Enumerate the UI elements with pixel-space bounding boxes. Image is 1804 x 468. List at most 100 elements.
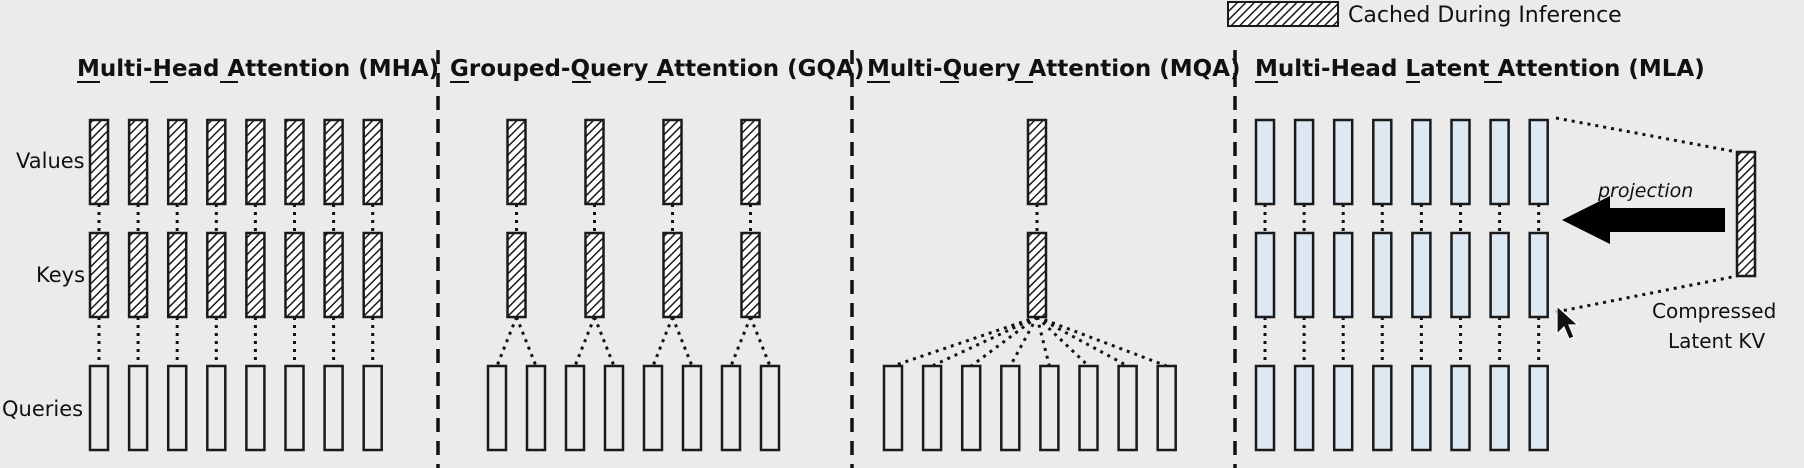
mla-key-head bbox=[1293, 231, 1315, 319]
mla-value-head bbox=[1332, 118, 1354, 206]
mla-key-head bbox=[1372, 231, 1393, 319]
mqa-kq-connector bbox=[1036, 315, 1168, 368]
gqa-key-head bbox=[740, 231, 761, 319]
mla-query-head bbox=[1372, 364, 1393, 452]
gqa-value-head bbox=[740, 118, 761, 206]
mla-query-head bbox=[1254, 364, 1276, 452]
mqa-kq-connector bbox=[1036, 315, 1129, 368]
mqa-query-head bbox=[921, 364, 943, 452]
gqa-kq-connector bbox=[515, 316, 538, 367]
mha-value-head bbox=[323, 118, 344, 206]
mha-query-head bbox=[323, 364, 344, 452]
mha-key-head bbox=[166, 231, 188, 319]
mqa-kq-connector bbox=[931, 315, 1038, 368]
mha-query-head bbox=[362, 364, 383, 452]
mqa-kq-connector bbox=[1008, 316, 1039, 367]
gqa-query-head bbox=[642, 364, 664, 452]
mha-key-head bbox=[284, 231, 305, 319]
gqa-value-head bbox=[584, 118, 605, 206]
gqa-query-head bbox=[681, 364, 703, 452]
connectors bbox=[97, 204, 1541, 368]
head-boxes bbox=[88, 118, 1549, 452]
mouse-cursor-icon bbox=[1556, 304, 1580, 340]
projection-arrow bbox=[1562, 196, 1725, 244]
gqa-kq-connector bbox=[495, 316, 518, 367]
mqa-key-head bbox=[1026, 231, 1048, 319]
mla-value-head bbox=[1293, 118, 1315, 206]
gqa-query-head bbox=[720, 364, 742, 452]
mha-value-head bbox=[166, 118, 188, 206]
gqa-query-head bbox=[564, 364, 586, 452]
gqa-query-head bbox=[486, 364, 508, 452]
mla-key-head bbox=[1528, 231, 1549, 319]
mha-query-head bbox=[166, 364, 188, 452]
mha-value-head bbox=[284, 118, 305, 206]
mha-key-head bbox=[362, 231, 383, 319]
legend-swatch bbox=[1227, 1, 1339, 27]
mha-query-head bbox=[245, 364, 266, 452]
mqa-query-head bbox=[960, 364, 982, 452]
mha-key-head bbox=[323, 231, 344, 319]
gqa-key-head bbox=[506, 231, 527, 319]
latent-dotted-top bbox=[1555, 116, 1738, 154]
mha-query-head bbox=[88, 364, 110, 452]
mqa-query-head bbox=[1000, 364, 1021, 452]
mla-key-head bbox=[1411, 231, 1432, 319]
mla-value-head bbox=[1372, 118, 1393, 206]
mla-value-head bbox=[1450, 118, 1471, 206]
panel-title-mla: Multi-Head Latent Attention (MLA) bbox=[1255, 56, 1705, 82]
mqa-query-head bbox=[882, 364, 904, 452]
mqa-query-head bbox=[1117, 364, 1138, 452]
gqa-kq-connector bbox=[671, 316, 694, 367]
mla-value-head bbox=[1489, 118, 1510, 206]
panel-title-mqa: Multi-Query Attention (MQA) bbox=[867, 56, 1241, 82]
projection-label: projection bbox=[1597, 180, 1693, 202]
mla-key-head bbox=[1489, 231, 1510, 319]
mqa-kq-connector bbox=[892, 315, 1038, 368]
row-label-keys: Keys bbox=[36, 263, 85, 287]
mha-query-head bbox=[127, 364, 149, 452]
row-label-values: Values bbox=[16, 149, 85, 173]
mla-key-head bbox=[1254, 231, 1276, 319]
mla-value-head bbox=[1254, 118, 1276, 206]
mha-value-head bbox=[362, 118, 383, 206]
gqa-query-head bbox=[759, 364, 781, 452]
mha-query-head bbox=[206, 364, 227, 452]
latent-kv-box bbox=[1735, 150, 1757, 278]
gqa-query-head bbox=[603, 364, 625, 452]
mha-key-head bbox=[127, 231, 149, 319]
mla-query-head bbox=[1528, 364, 1549, 452]
gqa-kq-connector bbox=[729, 316, 752, 367]
mha-value-head bbox=[206, 118, 227, 206]
mha-key-head bbox=[245, 231, 266, 319]
mla-query-head bbox=[1332, 364, 1354, 452]
gqa-key-head bbox=[584, 231, 605, 319]
mla-key-head bbox=[1450, 231, 1471, 319]
panel-title-mha: Multi-Head Attention (MHA) bbox=[77, 56, 439, 82]
mqa-value-head bbox=[1026, 118, 1048, 206]
gqa-key-head bbox=[662, 231, 683, 319]
panel-title-gqa: Grouped-Query Attention (GQA) bbox=[450, 56, 864, 82]
mha-value-head bbox=[88, 118, 110, 206]
legend-label: Cached During Inference bbox=[1348, 3, 1622, 28]
gqa-kq-connector bbox=[573, 316, 596, 367]
gqa-kq-connector bbox=[651, 316, 674, 367]
mqa-query-head bbox=[1156, 364, 1177, 452]
mla-query-head bbox=[1293, 364, 1315, 452]
mqa-query-head bbox=[1078, 364, 1099, 452]
mha-key-head bbox=[88, 231, 110, 319]
gqa-query-head bbox=[525, 364, 547, 452]
legend: Cached During Inference bbox=[1227, 1, 1622, 28]
mqa-kq-connector bbox=[1035, 316, 1051, 367]
mla-value-head bbox=[1411, 118, 1432, 206]
mha-value-head bbox=[127, 118, 149, 206]
gqa-kq-connector bbox=[593, 316, 616, 367]
latent-dotted-bottom bbox=[1555, 274, 1738, 314]
latent-label-line2: Latent KV bbox=[1668, 329, 1766, 353]
gqa-value-head bbox=[506, 118, 527, 206]
mla-key-head bbox=[1332, 231, 1354, 319]
mla-query-head bbox=[1489, 364, 1510, 452]
mla-query-head bbox=[1411, 364, 1432, 452]
gqa-value-head bbox=[662, 118, 683, 206]
